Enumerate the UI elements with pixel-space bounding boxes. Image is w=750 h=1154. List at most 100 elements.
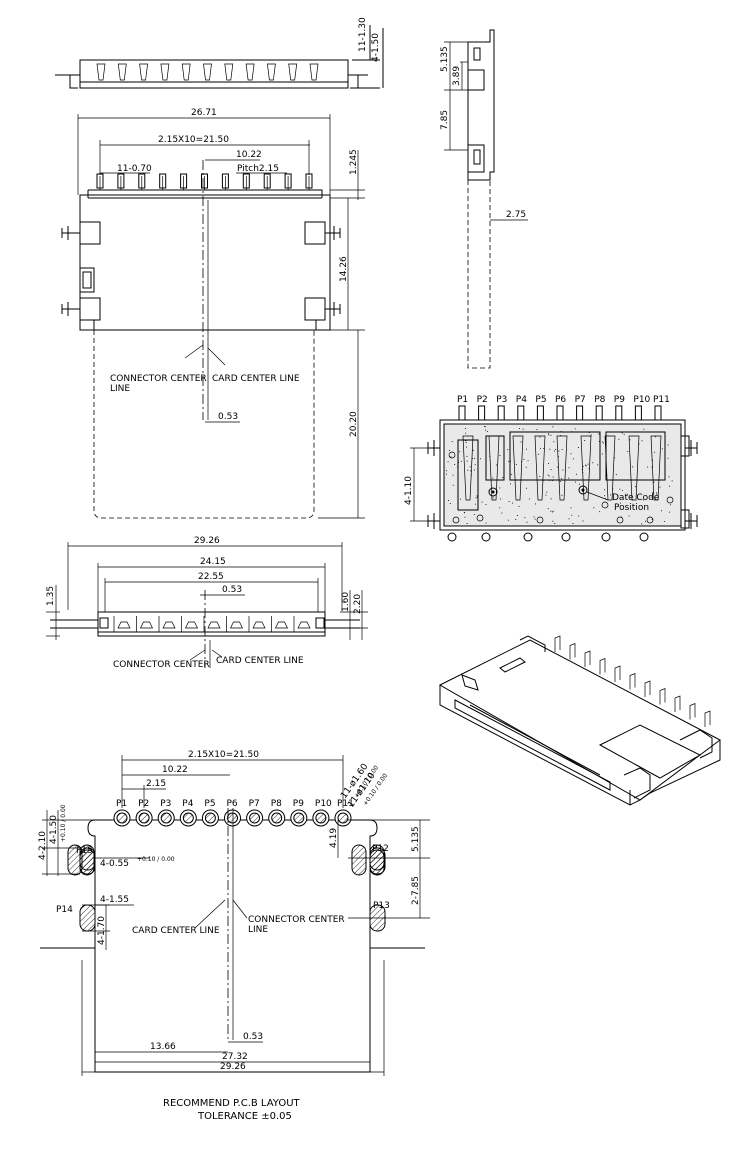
front-contact [252, 621, 266, 629]
dim-053-front: 0.53 [222, 585, 242, 595]
texture-speck [466, 446, 467, 448]
texture-speck [635, 486, 636, 488]
texture-speck [465, 442, 467, 443]
texture-speck [654, 436, 656, 438]
texture-speck [620, 502, 621, 504]
texture-speck [582, 466, 584, 468]
mount-hole [523, 532, 533, 542]
texture-speck [465, 428, 466, 429]
front-contact [139, 621, 154, 629]
contact-finger [556, 435, 568, 501]
pcb-dim-053: 0.53 [243, 1032, 263, 1042]
texture-speck [499, 507, 501, 509]
pcb-pin-label: P1 [116, 799, 127, 809]
texture-speck [550, 510, 552, 512]
texture-speck [508, 501, 510, 502]
texture-speck [629, 439, 631, 441]
texture-speck [500, 498, 501, 500]
dim-5135-side: 5.135 [440, 46, 450, 72]
texture-speck [449, 450, 450, 451]
texture-speck [668, 511, 670, 513]
texture-speck [568, 467, 570, 469]
pin-p13: P13 [373, 901, 390, 911]
bottom-pin-label: P6 [555, 395, 566, 405]
texture-speck [647, 466, 649, 468]
texture-speck [526, 487, 527, 489]
label-date-code: Date Code [612, 493, 660, 503]
front-contact [117, 621, 131, 629]
texture-speck [548, 433, 549, 435]
texture-speck [597, 464, 599, 466]
texture-speck [667, 444, 669, 446]
texture-speck [548, 463, 549, 464]
iso-pin [704, 710, 711, 727]
texture-speck [598, 433, 600, 435]
texture-speck [523, 458, 525, 460]
pcb-dim-1022: 10.22 [162, 765, 188, 775]
bottom-pin-label: P7 [575, 395, 586, 405]
bottom-pin-leg [458, 405, 466, 421]
iso-pin [599, 657, 606, 675]
pcb-dim-1366: 13.66 [150, 1042, 176, 1052]
dim-135: 1.35 [46, 586, 56, 606]
texture-speck [570, 453, 572, 455]
texture-speck [650, 496, 652, 498]
texture-speck [653, 451, 655, 453]
iso-pin [674, 695, 681, 712]
dim-275: 2.75 [506, 210, 526, 220]
texture-speck [536, 429, 538, 430]
contact-finger [628, 435, 640, 501]
pcb-pin-label: P5 [204, 799, 215, 809]
texture-speck [592, 462, 594, 464]
pcb-dim-4-150: 4-1.50 [49, 815, 59, 844]
dim-4-150: 4-1.50 [371, 33, 381, 62]
texture-speck [450, 456, 452, 458]
texture-speck [460, 498, 461, 500]
texture-speck [582, 520, 584, 522]
texture-speck [604, 489, 605, 491]
pcb-pin-label: P7 [249, 799, 260, 809]
surface-hole [448, 451, 456, 459]
texture-speck [549, 448, 551, 450]
texture-speck [520, 441, 522, 443]
pcb-dim-4-055-tol: +0.10 / 0.00 [137, 856, 175, 863]
contact-finger [604, 435, 616, 501]
elevation-finger [288, 63, 298, 81]
texture-speck [568, 477, 570, 479]
texture-speck [451, 441, 453, 442]
front-contact [229, 621, 244, 629]
label-card-center-front: CARD CENTER LINE [216, 656, 304, 666]
pcb-pad-hole [204, 812, 216, 824]
texture-speck [668, 476, 670, 478]
texture-speck [507, 519, 509, 521]
dim-2415: 24.15 [200, 557, 226, 567]
texture-speck [466, 523, 468, 524]
texture-speck [637, 498, 639, 500]
texture-speck [575, 481, 576, 483]
texture-speck [516, 515, 518, 516]
texture-speck [556, 466, 558, 468]
pcb-dim-4-150-tol: +0.10 / 0.00 [60, 804, 67, 842]
texture-speck [561, 449, 563, 450]
texture-speck [552, 476, 554, 478]
texture-speck [510, 483, 511, 485]
texture-speck [528, 498, 530, 500]
texture-speck [574, 428, 576, 430]
texture-speck [539, 447, 541, 449]
texture-speck [593, 507, 595, 509]
texture-speck [561, 494, 563, 496]
texture-speck [465, 432, 467, 434]
iso-pin [569, 642, 576, 660]
bottom-pin-leg [478, 405, 486, 421]
pcb-pad-hole [293, 812, 305, 824]
texture-speck [578, 515, 580, 517]
contact-finger [512, 435, 524, 501]
texture-speck [547, 508, 549, 510]
texture-speck [492, 477, 494, 479]
footer-line2: TOLERANCE ±0.05 [197, 1111, 292, 1122]
texture-speck [550, 498, 552, 500]
front-contact [297, 621, 311, 629]
pcb-pad-hole [160, 812, 172, 824]
pin-p15: P15 [76, 846, 93, 856]
